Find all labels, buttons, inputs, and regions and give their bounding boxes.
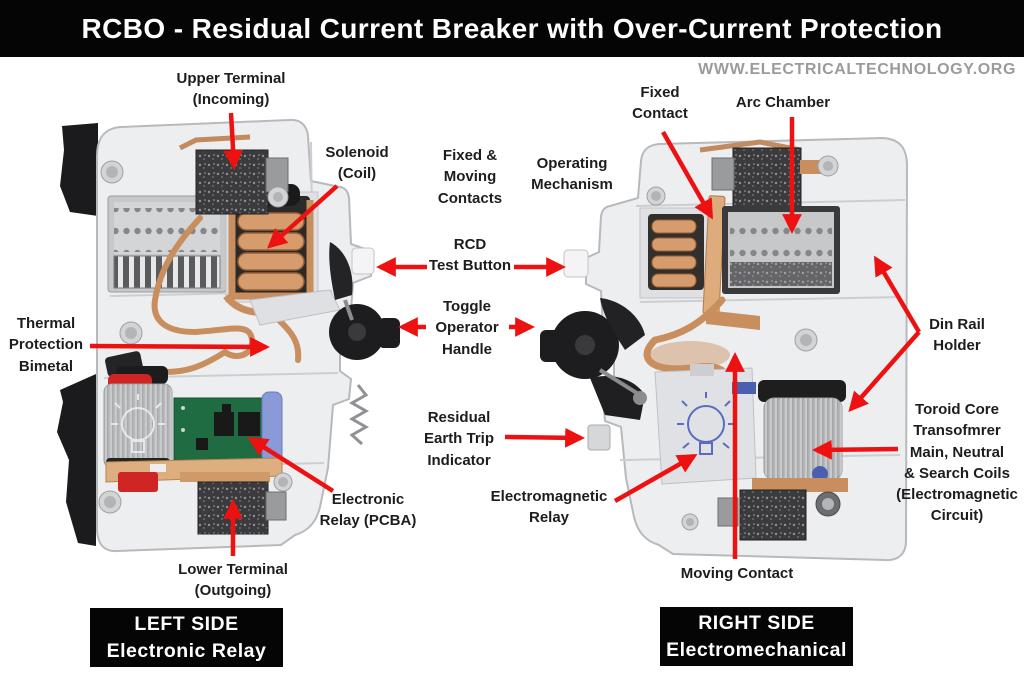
screw-icons-left	[98, 160, 293, 514]
left-side-subtitle: Electronic Relay	[106, 640, 267, 662]
label-solenoid: Solenoid (Coil)	[325, 144, 389, 183]
screw-icons-right	[646, 155, 841, 531]
arrow-din-rail-upper	[873, 255, 921, 334]
callout-arrows	[89, 112, 921, 559]
label-moving-contact: Moving Contact	[680, 565, 794, 582]
title-banner: RCBO - Residual Current Breaker with Ove…	[0, 0, 1024, 57]
label-lower-terminal: Lower Terminal (Outgoing)	[178, 561, 288, 600]
arrow-fixed-contact	[661, 130, 713, 220]
label-toroid-core: Toroid Core Transofmrer Main, Neutral & …	[896, 401, 1018, 525]
watermark-text: WWW.ELECTRICALTECHNOLOGY.ORG	[698, 61, 1016, 78]
left-side-panel: LEFT SIDE Electronic Relay	[90, 608, 283, 667]
right-side-panel: RIGHT SIDE Electromechanical	[660, 607, 853, 666]
left-side-title: LEFT SIDE	[134, 613, 239, 635]
arrow-toroid	[812, 439, 899, 460]
label-fixed-contact: Fixed Contact	[632, 84, 688, 123]
left-breaker-illustration	[57, 118, 400, 553]
label-din-rail: Din Rail Holder	[929, 316, 985, 355]
label-fixed-moving: Fixed & Moving Contacts	[437, 147, 503, 207]
label-arc-chamber: Arc Chamber	[735, 94, 831, 111]
arrow-solenoid	[267, 184, 339, 249]
label-rcd-test-button: RCD Test Button	[428, 236, 512, 275]
arrow-upper-terminal	[223, 112, 243, 170]
arrow-thermal-bimetal	[89, 337, 270, 357]
arrow-electronic-relay	[247, 436, 335, 493]
page-title: RCBO - Residual Current Breaker with Ove…	[81, 12, 943, 44]
label-electronic-relay: Electronic Relay (PCBA)	[319, 491, 417, 530]
arrow-electromagnetic-relay	[613, 454, 698, 503]
label-em-relay: Electromagnetic Relay	[490, 488, 608, 527]
right-side-subtitle: Electromechanical	[666, 639, 847, 661]
right-breaker-illustration	[540, 136, 909, 562]
label-operating-mech: Operating Mechanism	[531, 155, 613, 194]
label-upper-terminal: Upper Terminal (Incoming)	[176, 70, 286, 109]
arrow-din-rail-lower	[848, 330, 921, 412]
label-residual-trip: Residual Earth Trip Indicator	[423, 409, 495, 469]
arrow-residual-indicator	[504, 427, 585, 448]
right-side-title: RIGHT SIDE	[698, 612, 815, 634]
label-toggle-handle: Toggle Operator Handle	[435, 298, 499, 358]
label-thermal-bimetal: Thermal Protection Bimetal	[8, 315, 84, 375]
